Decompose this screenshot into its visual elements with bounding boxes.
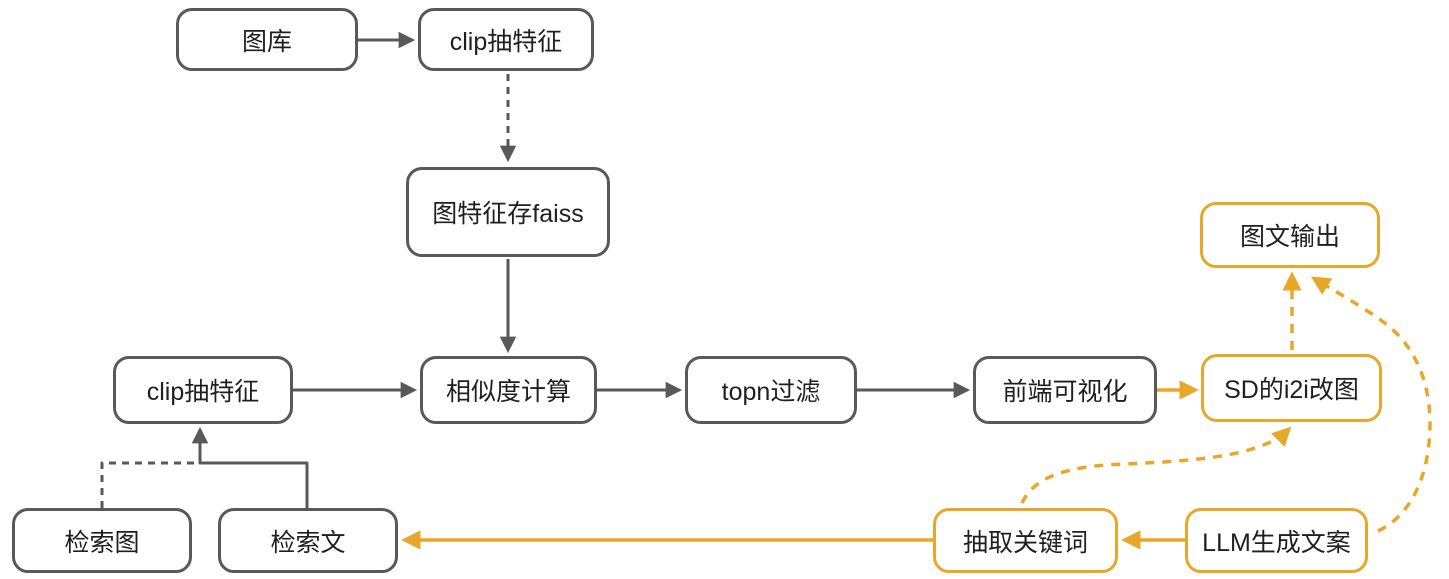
node-label: topn过滤 [721, 378, 821, 406]
node-image-text-output[interactable]: 图文输出 [1200, 202, 1380, 268]
node-faiss-store[interactable]: 图特征存faiss [406, 167, 610, 257]
edge-keywords-to-sd [1020, 426, 1292, 504]
edge-query-image-to-junction [100, 461, 200, 508]
node-label: 图库 [241, 27, 292, 56]
node-label: 前端可视化 [1002, 378, 1128, 406]
edge-query-text-to-clip-query [191, 426, 309, 508]
node-query-text[interactable]: 检索文 [218, 508, 398, 573]
node-frontend-viz[interactable]: 前端可视化 [973, 356, 1157, 424]
node-label: clip抽特征 [449, 27, 563, 56]
node-label: clip抽特征 [146, 378, 260, 406]
node-label: SD的i2i改图 [1224, 376, 1359, 404]
node-extract-keywords[interactable]: 抽取关键词 [933, 508, 1118, 573]
node-label: 抽取关键词 [962, 528, 1088, 557]
node-label: 检索文 [270, 528, 346, 557]
node-label: 图文输出 [1239, 223, 1340, 251]
node-query-image[interactable]: 检索图 [12, 508, 192, 573]
node-sd-i2i[interactable]: SD的i2i改图 [1201, 354, 1382, 422]
node-label: 检索图 [64, 528, 140, 557]
node-clip-extract-gallery[interactable]: clip抽特征 [418, 8, 594, 71]
node-label: 图特征存faiss [432, 200, 584, 228]
node-label: 相似度计算 [445, 378, 571, 406]
node-gallery[interactable]: 图库 [176, 8, 358, 71]
node-topn-filter[interactable]: topn过滤 [685, 356, 857, 424]
node-similarity[interactable]: 相似度计算 [420, 356, 597, 424]
node-llm-copywriting[interactable]: LLM生成文案 [1185, 508, 1368, 573]
node-label: LLM生成文案 [1202, 528, 1351, 557]
node-clip-extract-query[interactable]: clip抽特征 [113, 356, 293, 424]
